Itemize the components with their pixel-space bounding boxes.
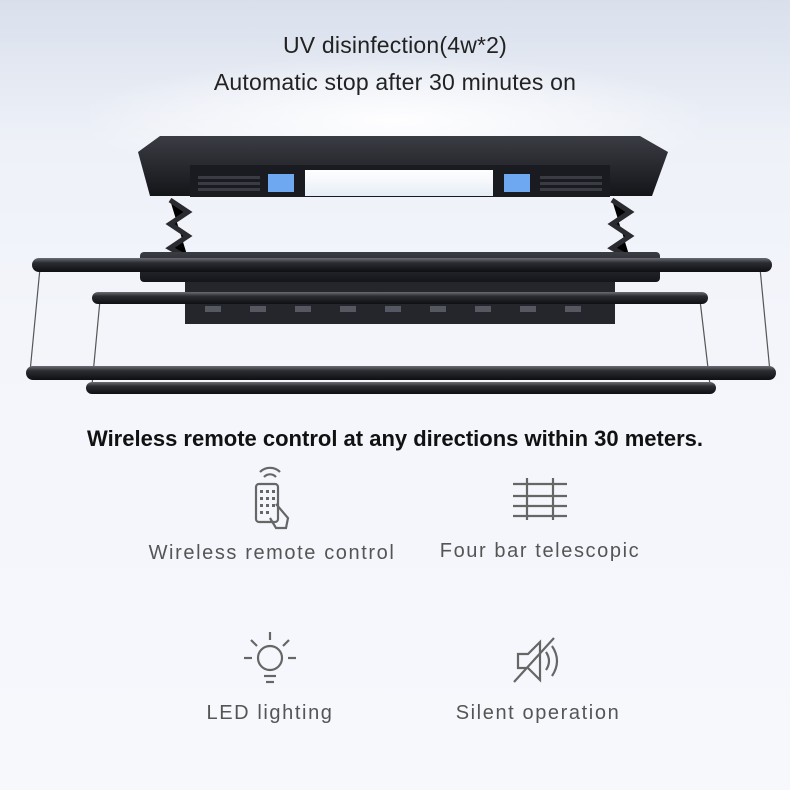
led-bulb-icon (244, 632, 296, 684)
mute-speaker-icon (513, 637, 559, 683)
feature-silent-operation: Silent operation (378, 630, 698, 725)
feature-wireless-remote: Wireless remote control (112, 462, 432, 565)
uv-lamp-left (268, 174, 294, 192)
feature-led-lighting: LED lighting (110, 628, 430, 725)
feature-label-silent-operation: Silent operation (455, 702, 621, 724)
remote-range-headline: Wireless remote control at any direction… (87, 426, 703, 451)
four-bar-icon (513, 478, 567, 520)
ceiling-unit (138, 136, 668, 197)
scissor-arms (165, 197, 635, 261)
drying-rack-image (26, 136, 776, 394)
feature-label-led-lighting: LED lighting (206, 702, 334, 724)
uv-lamp-right (504, 174, 530, 192)
led-panel (305, 170, 493, 196)
feature-four-bar: Four bar telescopic (380, 470, 700, 563)
headline-auto-stop: Automatic stop after 30 minutes on (213, 69, 577, 95)
headline-uv-disinfection: UV disinfection(4w*2) (282, 32, 508, 58)
feature-label-four-bar: Four bar telescopic (439, 540, 641, 562)
remote-control-icon (254, 466, 290, 530)
telescopic-bars (26, 258, 776, 394)
feature-label-wireless-remote: Wireless remote control (148, 542, 396, 564)
